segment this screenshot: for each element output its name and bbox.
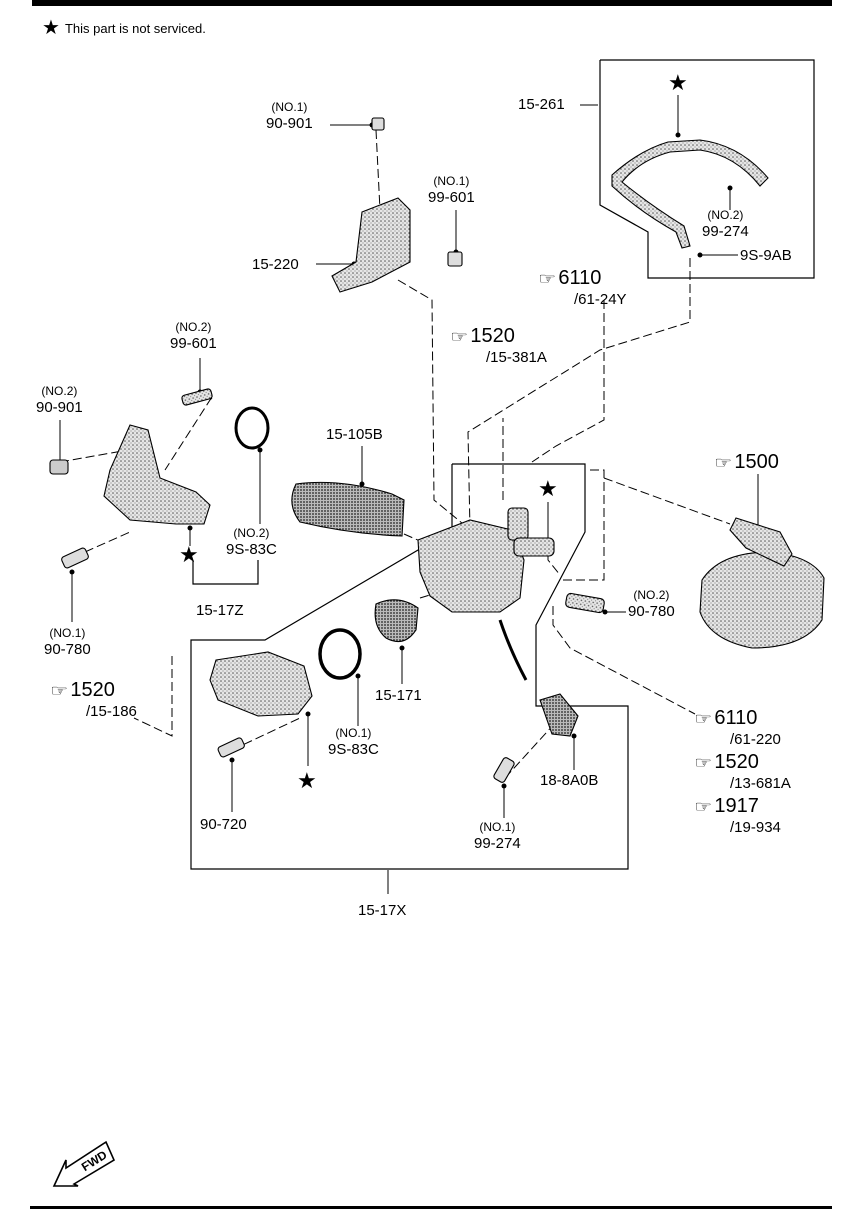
ref-1500[interactable]: ☞1500 bbox=[714, 451, 779, 473]
star-icon: ★ bbox=[297, 768, 317, 793]
bolt-99-601-left bbox=[181, 388, 213, 406]
label-15-261: 15-261 bbox=[518, 96, 565, 113]
label-15-220: 15-220 bbox=[252, 256, 299, 273]
bolt-90-901-left bbox=[49, 459, 69, 475]
pointing-hand-icon: ☞ bbox=[538, 271, 557, 288]
sensor-18-8a0b bbox=[539, 693, 579, 737]
label-99-274-top: (NO.2)99-274 bbox=[702, 208, 749, 240]
label-15-171: 15-171 bbox=[375, 687, 422, 704]
ref-6110-61-220[interactable]: ☞6110 /61-220 bbox=[694, 707, 781, 748]
star-icon: ★ bbox=[668, 70, 688, 95]
gasket-9s-83c-upper bbox=[234, 406, 270, 450]
label-90-780-left: (NO.1)90-780 bbox=[44, 626, 91, 658]
water-pump-1500 bbox=[699, 551, 825, 649]
pointing-hand-icon: ☞ bbox=[450, 329, 469, 346]
frame-15-261 bbox=[599, 59, 815, 279]
not-serviced-note: ★ This part is not serviced. bbox=[42, 18, 206, 38]
sensor-wire bbox=[498, 619, 528, 681]
bolt-90-780-left bbox=[61, 547, 89, 569]
ref-6110-61-24y[interactable]: ☞6110 /61-24Y bbox=[538, 267, 627, 308]
bolt-99-274-bottom bbox=[493, 757, 515, 783]
pipe-15-261 bbox=[611, 139, 769, 249]
pointing-hand-icon: ☞ bbox=[714, 455, 733, 472]
label-15-105b: 15-105B bbox=[326, 426, 383, 443]
label-18-8a0b: 18-8A0B bbox=[540, 772, 599, 789]
bolt-90-901-top bbox=[371, 117, 385, 131]
label-9s-83c-upper: (NO.2)9S-83C bbox=[226, 526, 277, 558]
frame-15-17z bbox=[192, 560, 259, 585]
water-outlet-assembly bbox=[417, 519, 525, 613]
ref-1520-15-381a[interactable]: ☞1520 /15-381A bbox=[450, 325, 547, 366]
label-9s-9ab: 9S-9AB bbox=[740, 247, 792, 264]
outlet-pipe bbox=[507, 507, 529, 541]
lower-housing bbox=[209, 651, 313, 717]
label-15-17x: 15-17X bbox=[358, 902, 407, 919]
bracket-15-220 bbox=[331, 197, 411, 293]
pointing-hand-icon: ☞ bbox=[694, 799, 713, 816]
star-icon: ★ bbox=[42, 17, 60, 39]
bolt-99-601-top bbox=[447, 251, 463, 267]
label-90-901-left: (NO.2)90-901 bbox=[36, 384, 83, 416]
ref-1917-19-934[interactable]: ☞1917 /19-934 bbox=[694, 795, 781, 836]
bolt-90-780-right bbox=[565, 592, 605, 614]
thermostat-15-171 bbox=[374, 599, 419, 643]
gasket-9s-83c-lower bbox=[318, 628, 362, 680]
label-90-901-top: (NO.1)90-901 bbox=[266, 100, 313, 132]
pump-hose bbox=[729, 517, 793, 567]
pointing-hand-icon: ☞ bbox=[694, 711, 713, 728]
ref-1520-13-681a[interactable]: ☞1520 /13-681A bbox=[694, 751, 791, 792]
label-99-601-top: (NO.1)99-601 bbox=[428, 174, 475, 206]
label-90-720: 90-720 bbox=[200, 816, 247, 833]
pointing-hand-icon: ☞ bbox=[694, 755, 713, 772]
label-15-17z: 15-17Z bbox=[196, 602, 244, 619]
ref-1520-15-186[interactable]: ☞1520 /15-186 bbox=[50, 679, 137, 720]
top-border bbox=[32, 0, 832, 6]
note-text: This part is not serviced. bbox=[64, 20, 206, 36]
label-9s-83c-lower: (NO.1)9S-83C bbox=[328, 726, 379, 758]
label-90-780-right: (NO.2)90-780 bbox=[628, 588, 675, 620]
label-99-601-left: (NO.2)99-601 bbox=[170, 320, 217, 352]
outlet-nozzle bbox=[513, 537, 555, 557]
fwd-arrow-icon: FWD bbox=[52, 1140, 116, 1187]
bottom-border bbox=[30, 1206, 832, 1209]
hose-15-105b bbox=[291, 481, 405, 537]
star-icon: ★ bbox=[179, 542, 199, 567]
housing-15-17z bbox=[103, 424, 211, 525]
frame-15-17x bbox=[190, 463, 629, 870]
label-99-274-bottom: (NO.1)99-274 bbox=[474, 820, 521, 852]
star-icon: ★ bbox=[538, 476, 558, 501]
pointing-hand-icon: ☞ bbox=[50, 683, 69, 700]
bolt-90-720 bbox=[217, 737, 245, 758]
